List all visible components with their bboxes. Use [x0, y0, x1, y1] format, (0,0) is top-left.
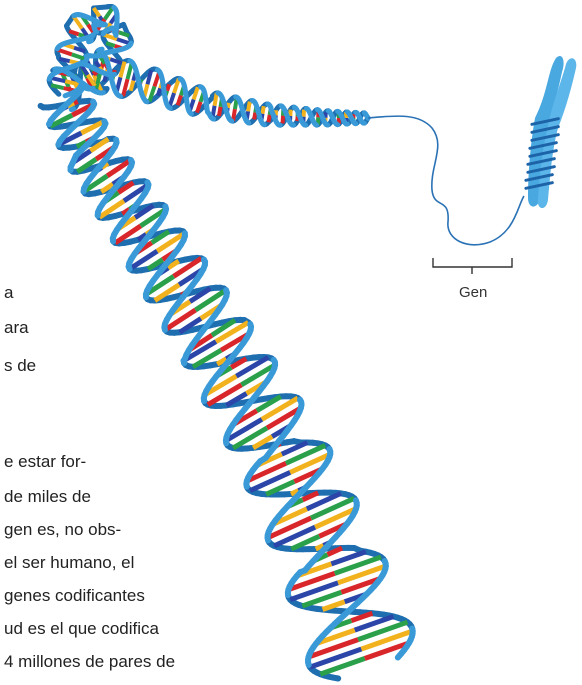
text-line: el ser humano, el — [4, 553, 134, 573]
text-line: ara — [4, 318, 29, 338]
text-line: s de — [4, 356, 36, 376]
text-line: a — [4, 283, 13, 303]
text-line: de miles de — [4, 487, 91, 507]
text-line: ud es el que codifica — [4, 619, 159, 639]
text-line: e estar for- — [4, 452, 86, 472]
text-line: 4 millones de pares de — [4, 652, 175, 672]
text-line: gen es, no obs- — [4, 520, 121, 540]
text-line: genes codificantes — [4, 586, 145, 606]
